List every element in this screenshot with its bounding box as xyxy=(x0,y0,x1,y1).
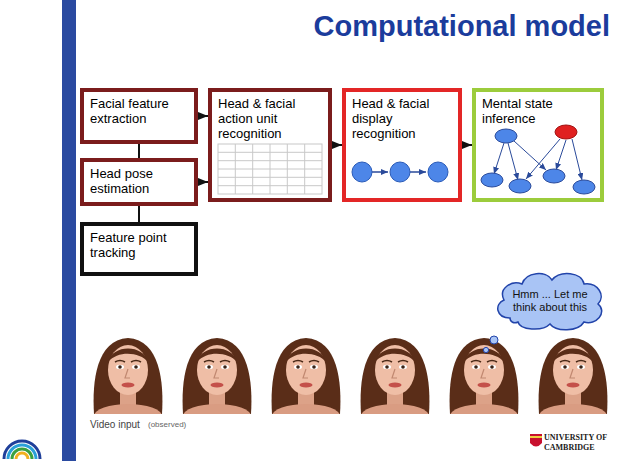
box-label: Mental state inference xyxy=(482,96,594,126)
arrow xyxy=(198,181,208,183)
connector-line xyxy=(138,206,140,222)
process-box: Feature point tracking xyxy=(80,222,198,276)
caption-label-holder: Video input xyxy=(90,419,140,430)
thought-dots xyxy=(483,336,498,353)
thought-text: Hmm ... Let me think about this xyxy=(512,288,588,314)
caption-note-holder: (observed) xyxy=(148,420,186,429)
arrow xyxy=(332,144,342,146)
university-crest xyxy=(530,434,542,447)
process-box: Facial feature extraction xyxy=(80,88,198,144)
thought-cloud: Hmm ... Let me think about this xyxy=(490,268,610,332)
box-label: Head pose estimation xyxy=(90,166,188,196)
side-bar xyxy=(62,0,76,461)
university-logo-text: UNIVERSITY OF CAMBRIDGE xyxy=(544,433,620,453)
box-label: Feature point tracking xyxy=(90,230,188,260)
process-box: Head & facial action unit recognition xyxy=(208,88,332,202)
lab-logo xyxy=(4,441,40,459)
box-label: Head & facial display recognition xyxy=(352,96,452,141)
au-table xyxy=(218,144,322,194)
arrow xyxy=(198,115,208,117)
slide-title: Computational model xyxy=(314,10,610,43)
process-box: Mental state inference xyxy=(472,88,604,202)
bayes-network xyxy=(481,125,595,194)
connector-line xyxy=(138,144,140,158)
display-chain xyxy=(352,162,448,182)
box-label: Head & facial action unit recognition xyxy=(218,96,322,141)
box-label: Facial feature extraction xyxy=(90,96,188,126)
caption-label: Video input xyxy=(90,419,140,430)
arrow xyxy=(462,144,472,146)
process-box: Head pose estimation xyxy=(80,158,198,206)
caption-note: (observed) xyxy=(148,420,186,429)
title-text: Computational model xyxy=(314,10,610,43)
video-frames xyxy=(84,332,617,428)
university-logo-text-holder: UNIVERSITY OF CAMBRIDGE xyxy=(544,433,620,453)
process-box: Head & facial display recognition xyxy=(342,88,462,202)
